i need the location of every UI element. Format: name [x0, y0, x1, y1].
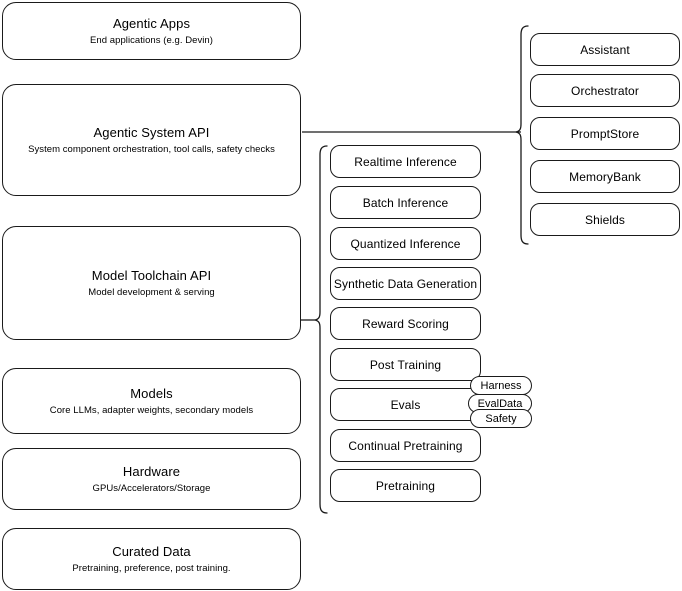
layer-box-agentic-apps[interactable]: Agentic Apps End applications (e.g. Devi… — [2, 2, 301, 60]
layer-title: Models — [130, 385, 173, 401]
layer-box-agentic-system-api[interactable]: Agentic System API System component orch… — [2, 84, 301, 196]
component-label: Assistant — [580, 42, 630, 57]
layer-title: Curated Data — [112, 543, 191, 559]
eval-tag-safety[interactable]: Safety — [470, 409, 532, 428]
component-label: Shields — [584, 212, 626, 227]
component-label: Reward Scoring — [362, 316, 449, 331]
component-label: Batch Inference — [362, 195, 449, 210]
layer-box-hardware[interactable]: Hardware GPUs/Accelerators/Storage — [2, 448, 301, 510]
component-label: Quantized Inference — [350, 236, 461, 251]
eval-tag-harness[interactable]: Harness — [470, 376, 532, 395]
component-synthetic-data-generation[interactable]: Synthetic Data Generation — [330, 267, 481, 300]
eval-tag-label: Safety — [485, 412, 517, 425]
layer-subtitle: Pretraining, preference, post training. — [72, 562, 231, 574]
component-label: Evals — [390, 397, 421, 412]
component-memorybank[interactable]: MemoryBank — [530, 160, 680, 193]
layer-box-curated-data[interactable]: Curated Data Pretraining, preference, po… — [2, 528, 301, 590]
layer-subtitle: System component orchestration, tool cal… — [28, 143, 275, 155]
component-orchestrator[interactable]: Orchestrator — [530, 74, 680, 107]
component-batch-inference[interactable]: Batch Inference — [330, 186, 481, 219]
component-label: MemoryBank — [569, 169, 641, 184]
component-label: PromptStore — [570, 126, 640, 141]
brace-toolchain-components — [314, 145, 328, 514]
eval-tag-label: EvalData — [477, 397, 523, 410]
layer-title: Agentic Apps — [112, 15, 191, 31]
component-label: Synthetic Data Generation — [333, 276, 478, 291]
layer-box-model-toolchain-api[interactable]: Model Toolchain API Model development & … — [2, 226, 301, 340]
component-label: Continual Pretraining — [348, 438, 463, 453]
layer-subtitle: End applications (e.g. Devin) — [90, 34, 213, 46]
component-reward-scoring[interactable]: Reward Scoring — [330, 307, 481, 340]
component-label: Orchestrator — [571, 83, 639, 98]
eval-tag-label: Harness — [480, 379, 522, 392]
layer-box-models[interactable]: Models Core LLMs, adapter weights, secon… — [2, 368, 301, 434]
component-continual-pretraining[interactable]: Continual Pretraining — [330, 429, 481, 462]
layer-title: Hardware — [122, 463, 181, 479]
component-assistant[interactable]: Assistant — [530, 33, 680, 66]
layer-subtitle: Model development & serving — [88, 286, 215, 298]
component-evals[interactable]: Evals — [330, 388, 481, 421]
layer-subtitle: GPUs/Accelerators/Storage — [92, 482, 211, 494]
component-realtime-inference[interactable]: Realtime Inference — [330, 145, 481, 178]
component-promptstore[interactable]: PromptStore — [530, 117, 680, 150]
component-shields[interactable]: Shields — [530, 203, 680, 236]
component-label: Realtime Inference — [354, 154, 457, 169]
layer-title: Agentic System API — [93, 124, 210, 140]
component-label: Pretraining — [375, 478, 436, 493]
brace-agentic-components — [515, 25, 529, 245]
layer-title: Model Toolchain API — [91, 267, 212, 283]
component-pretraining[interactable]: Pretraining — [330, 469, 481, 502]
component-post-training[interactable]: Post Training — [330, 348, 481, 381]
component-quantized-inference[interactable]: Quantized Inference — [330, 227, 481, 260]
layer-subtitle: Core LLMs, adapter weights, secondary mo… — [49, 404, 254, 416]
component-label: Post Training — [369, 357, 442, 372]
